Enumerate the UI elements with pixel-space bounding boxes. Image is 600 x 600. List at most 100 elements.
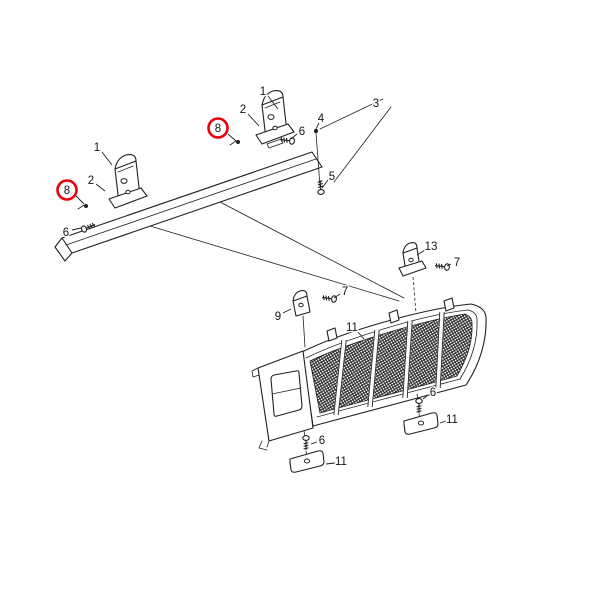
leader-line-item-8 [75, 195, 85, 205]
bracket-left-hook [114, 154, 137, 170]
reference-line-right [219, 201, 405, 299]
item-4-5-axis-line [315, 132, 321, 187]
bracket-13-connector-line [412, 276, 417, 314]
bracket-9-connector-line [302, 315, 306, 348]
group-3-line-a [319, 98, 384, 130]
callout-label-6: 6 [430, 387, 436, 399]
grille-post-3 [402, 320, 413, 399]
leader-line-item-11 [356, 330, 365, 340]
bracket-left [108, 154, 148, 209]
grille-top-rail-inner [305, 309, 469, 359]
callout-label-8: 8 [215, 123, 221, 135]
support-bar [54, 138, 323, 262]
bracket-9-hole [298, 302, 304, 308]
bracket-left-hole-small [125, 189, 131, 195]
leader-line-item-6 [310, 441, 318, 445]
leader-line-item-7 [333, 293, 341, 299]
leader-line-item-11 [325, 462, 336, 465]
callout-layer: 1 2 8 6 4 3 5 1 2 8 6 13 7 7 9 11 6 11 6 11 [56, 85, 462, 469]
callout-label-6: 6 [319, 435, 325, 447]
callout-label-2: 2 [240, 104, 246, 116]
grille-assembly [251, 297, 487, 451]
grille-post-2 [367, 329, 380, 408]
filler-inner-plate [270, 370, 303, 417]
callout-label-1: 1 [94, 142, 100, 154]
lower-mount-plates [289, 393, 439, 473]
bracket-left-hole [120, 178, 128, 184]
leader-line-item-6 [71, 227, 82, 231]
bracket-13-hole [408, 257, 414, 263]
grille-post-1 [333, 339, 347, 416]
leader-line-item-4 [315, 122, 320, 130]
leader-line-item-5 [321, 179, 329, 189]
support-bar-fold-line [65, 158, 317, 246]
bracket-left-edge-line [117, 165, 134, 173]
leader-line-item-6 [422, 394, 429, 400]
screw-item-7-right-icon [434, 261, 451, 272]
rivet-item-8-right-stem [229, 140, 237, 146]
bracket-right-hole-small [272, 125, 278, 131]
screw-item-5-icon [316, 179, 325, 196]
leader-line-item-7 [446, 263, 452, 267]
grille-post-2-fill [367, 329, 380, 408]
bracket-9-hook [292, 290, 308, 302]
bracket-right-hole [267, 114, 275, 120]
support-bar-slot-right [266, 138, 284, 149]
filler-feet [258, 440, 270, 451]
leader-line-item-6 [290, 133, 298, 140]
rivet-item-8-left-icon [84, 204, 88, 208]
mount-plate-right-hole [417, 420, 425, 426]
callout-label-3: 3 [373, 98, 379, 110]
callout-label-11: 11 [335, 456, 347, 468]
callout-label-4: 4 [318, 113, 325, 125]
highlight-circle-item-8 [56, 179, 78, 201]
leader-line-item-11 [439, 420, 447, 424]
callout-label-13: 13 [425, 241, 438, 253]
callout-label-9: 9 [275, 311, 281, 323]
callout-label-8: 8 [64, 185, 70, 197]
leader-line-item-8 [227, 133, 237, 142]
grille-post-3-fill [402, 320, 413, 399]
leader-line-item-2 [95, 183, 106, 192]
screw-item-7-left-icon [321, 293, 338, 304]
screw-item-6-lower-left-icon [302, 435, 310, 451]
reference-line-left [149, 225, 400, 302]
filler-top-tab [251, 367, 260, 378]
rivet-item-8-right-icon [236, 140, 240, 144]
leader-line-item-9 [282, 308, 292, 314]
rivet-item-8-left-stem [77, 204, 85, 210]
grille-hook-tab-2 [388, 309, 400, 324]
callout-label-2: 2 [88, 175, 94, 187]
bracket-right-edge-line [264, 101, 281, 109]
grille-hook-tab-1 [326, 327, 338, 342]
callout-label-6: 6 [63, 227, 69, 239]
bracket-13-hook [402, 242, 418, 254]
callout-label-6: 6 [299, 126, 305, 138]
group-3-line-b [333, 106, 392, 183]
callout-label-11: 11 [346, 322, 358, 334]
leader-line-item-2 [247, 113, 260, 127]
callout-label-7: 7 [454, 257, 460, 269]
support-bar-face [61, 151, 323, 254]
leader-line-item-1 [267, 95, 279, 110]
callout-label-1: 1 [260, 86, 266, 98]
grille-right-cap-inner [459, 309, 478, 380]
grille-hook-tab-3 [443, 297, 455, 312]
callout-label-7: 7 [342, 286, 348, 298]
grille-post-1-fill [333, 339, 347, 416]
bracket-right-hook [261, 90, 284, 106]
grille-post-4-fill [435, 311, 445, 389]
nut-item-4-icon [313, 128, 319, 134]
callout-label-11: 11 [446, 414, 458, 426]
support-bar-end-cap [54, 237, 73, 262]
grille-mount-brackets [292, 242, 451, 348]
mount-plate-left-hole [303, 458, 311, 464]
leader-line-item-13 [416, 249, 426, 256]
grille-front-filler [257, 350, 314, 442]
grille-post-4 [435, 311, 445, 389]
callout-label-5: 5 [329, 171, 335, 183]
bracket-right [255, 90, 295, 145]
reference-lines [149, 201, 405, 302]
